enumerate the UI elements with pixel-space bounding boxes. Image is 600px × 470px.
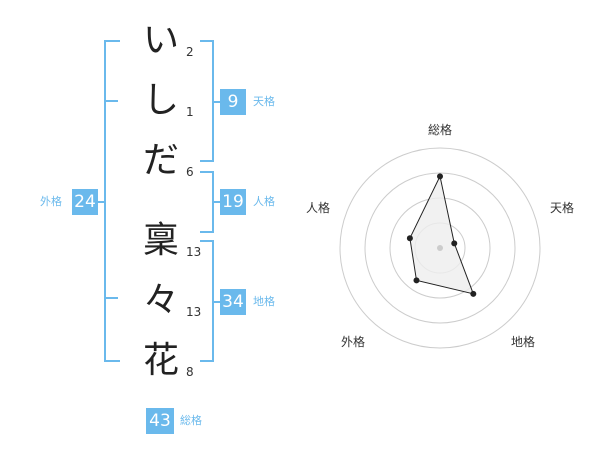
tenkaku-label: 天格 [253, 95, 275, 108]
radar-polygon [409, 174, 475, 295]
jinkaku-bracket-connector [212, 201, 220, 203]
radar-ring [364, 172, 516, 324]
jinkaku-value: 19 [220, 189, 246, 215]
radar-label-top: 総格 [428, 122, 452, 137]
radar-label-left: 人格 [306, 200, 330, 215]
radar-label-right: 天格 [550, 200, 574, 215]
stroke-count-1: 2 [186, 45, 194, 59]
radar-point-chikaku [470, 290, 477, 297]
gaikaku-bracket-connector [98, 201, 106, 203]
radar-label-bottom-left: 外格 [341, 334, 365, 349]
radar-label-bottom-right: 地格 [511, 334, 535, 349]
stroke-count-5: 13 [186, 305, 202, 319]
tenkaku-bracket-connector [212, 101, 220, 103]
radar-point-soukaku [437, 173, 443, 180]
tenkaku-value: 9 [220, 89, 246, 115]
name-char-6: 花 [142, 340, 179, 381]
stroke-count-4: 13 [186, 245, 202, 259]
gaikaku-label: 外格 [40, 195, 62, 208]
radar-center [437, 245, 443, 251]
radar-ring [339, 147, 541, 349]
name-char-4: 稟 [142, 220, 179, 261]
chikaku-label: 地格 [253, 295, 275, 308]
gaikaku-value: 24 [72, 189, 98, 215]
stroke-count-2: 1 [186, 105, 194, 119]
chikaku-bracket-connector [212, 301, 220, 303]
gaikaku-bracket-tick [104, 100, 118, 102]
stroke-count-6: 8 [186, 365, 194, 379]
name-char-3: だ [142, 140, 179, 181]
radar-point-gaikaku [413, 277, 420, 284]
soukaku-label: 総格 [180, 414, 202, 427]
name-char-2: し [142, 80, 179, 121]
stroke-count-3: 6 [186, 165, 194, 179]
chikaku-value: 34 [220, 289, 246, 315]
gaikaku-bracket-tick [104, 297, 118, 299]
radar-point-tenkaku [451, 240, 458, 247]
soukaku-value: 43 [146, 408, 174, 434]
jinkaku-label: 人格 [253, 195, 275, 208]
radar-point-jinkaku [406, 235, 413, 242]
name-char-5: 々 [142, 280, 179, 321]
name-char-1: い [142, 20, 179, 61]
